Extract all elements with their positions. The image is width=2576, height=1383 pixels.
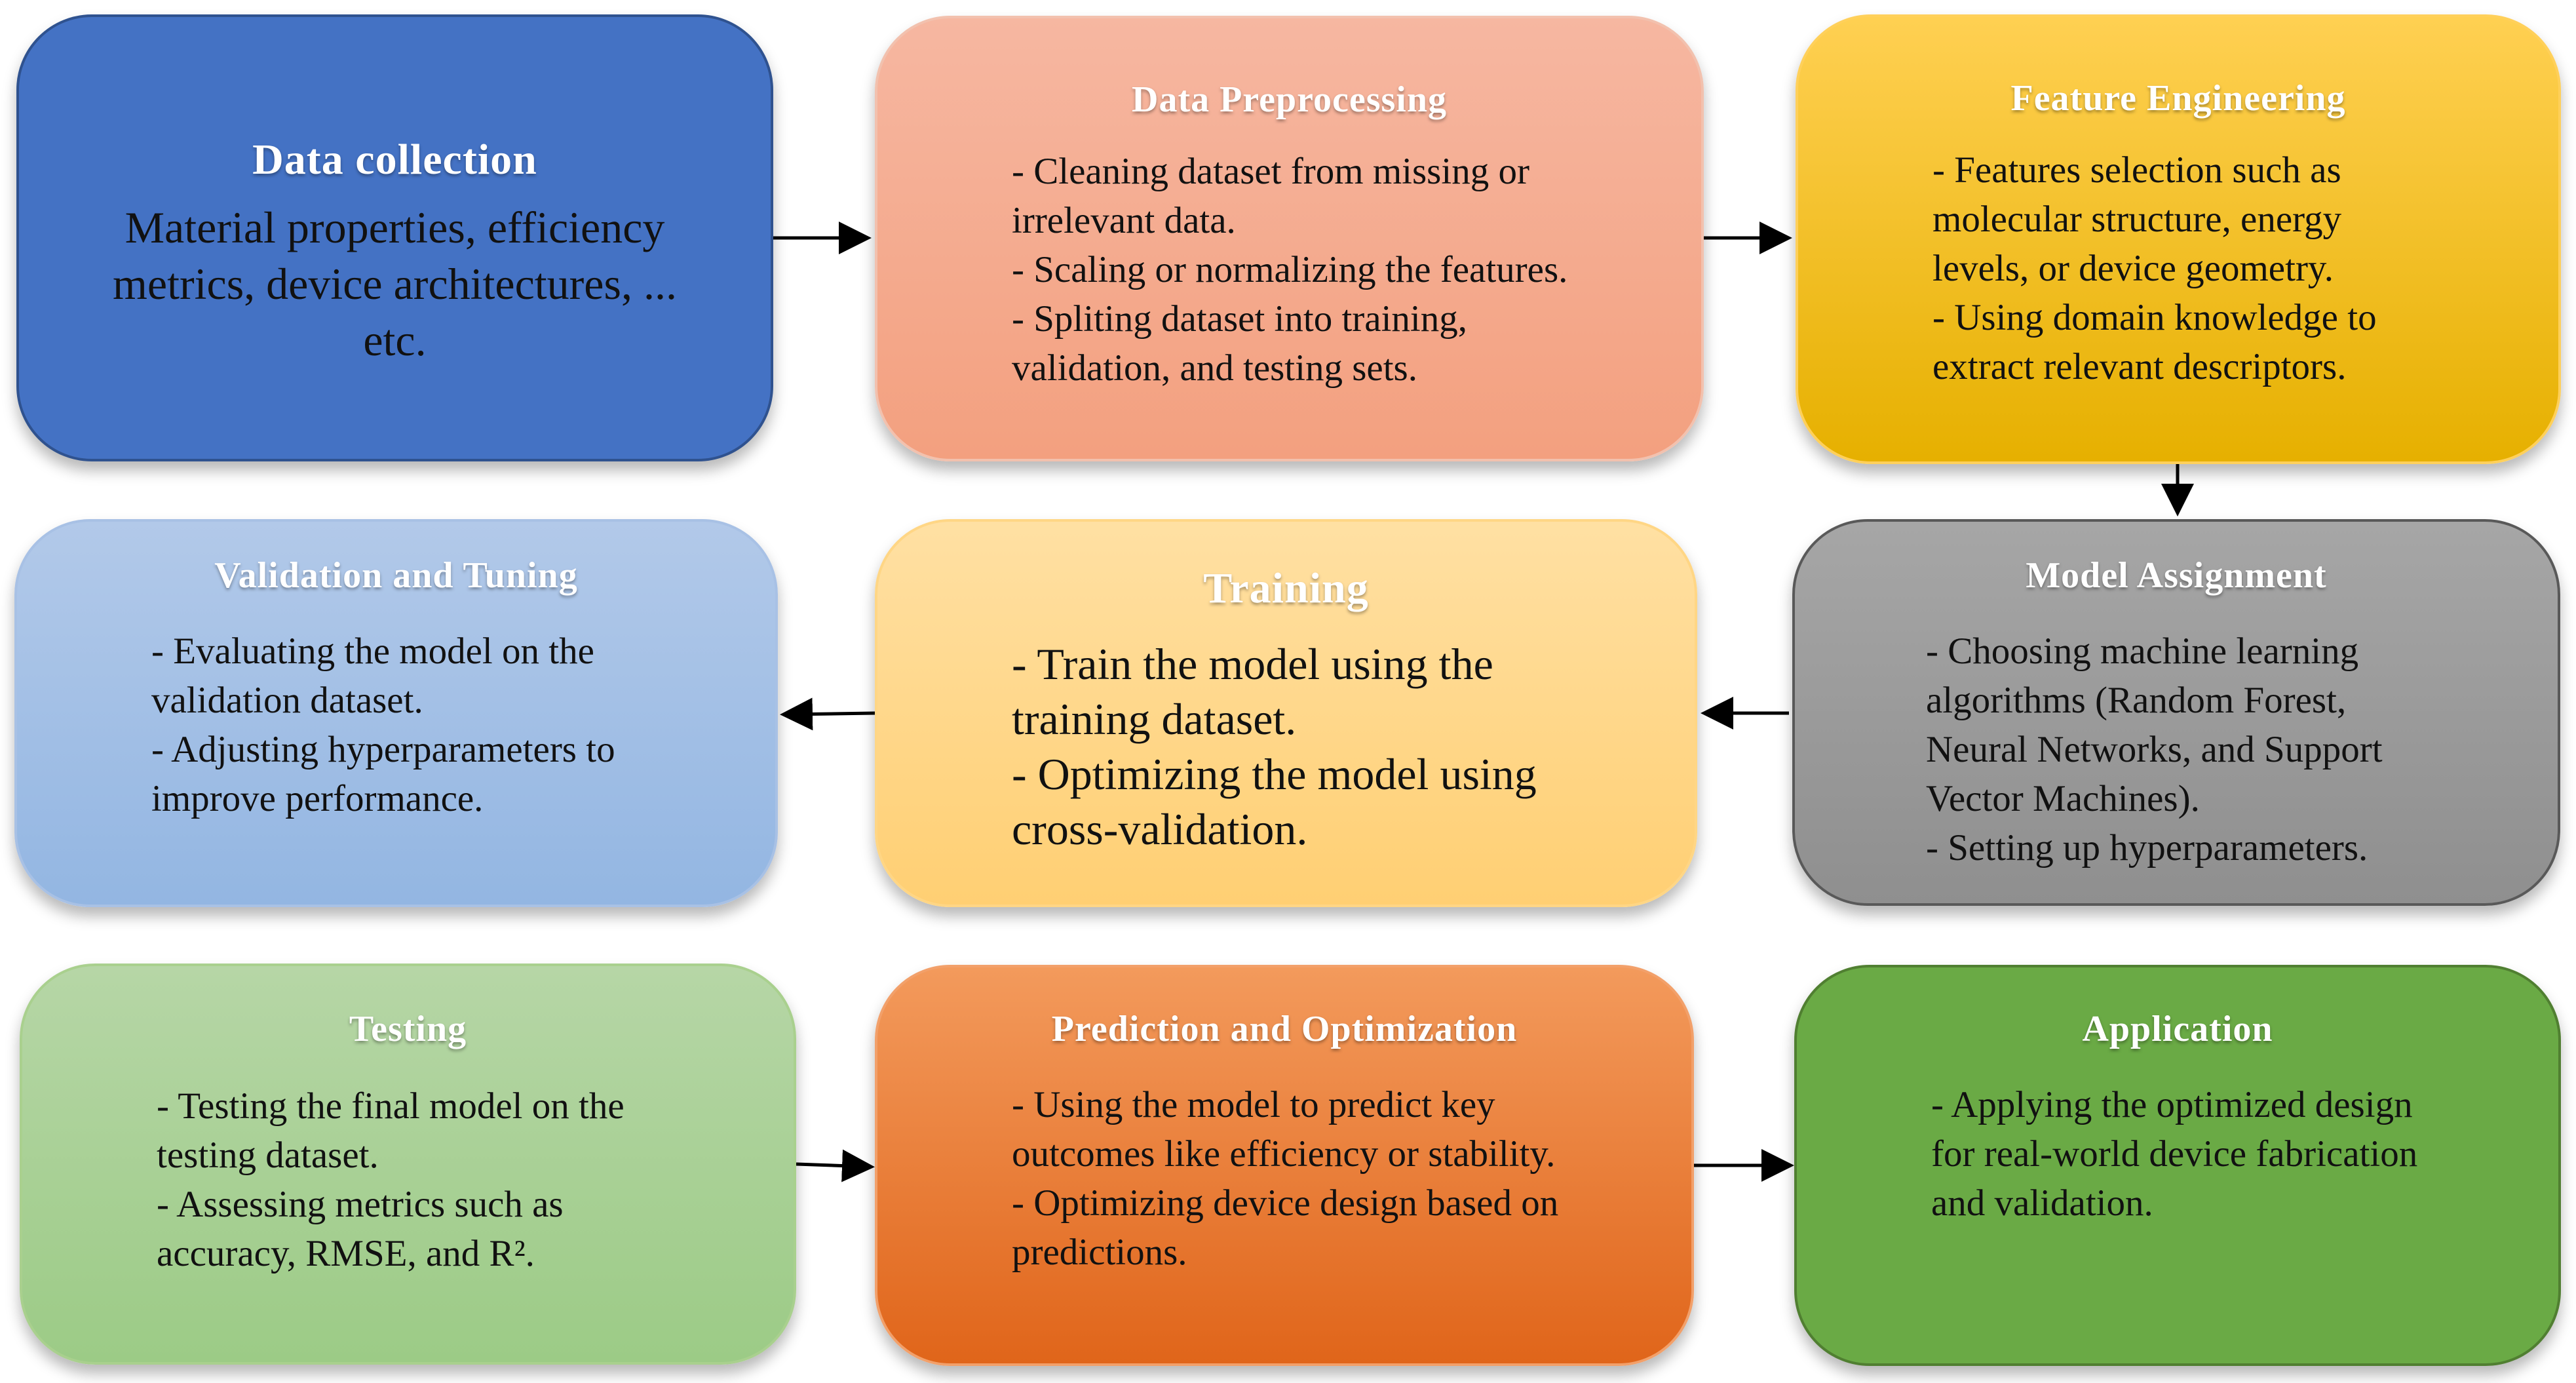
box-testing: Testing - Testing the final model on the…: [20, 964, 796, 1365]
box-model-assignment: Model Assignment - Choosing machine lear…: [1792, 519, 2560, 906]
box-title: Data collection: [252, 136, 537, 184]
box-body: - Train the model using the training dat…: [1012, 639, 1537, 854]
box-body: - Evaluating the model on the validation…: [151, 631, 615, 819]
box-training: Training - Train the model using the tra…: [875, 519, 1697, 907]
arrow-training-to-validation: [780, 697, 875, 731]
box-prediction-optimization: Prediction and Optimization - Using the …: [875, 965, 1694, 1366]
box-title: Application: [2082, 1009, 2273, 1049]
box-data-preprocessing: Data Preprocessing - Cleaning dataset fr…: [875, 16, 1704, 461]
box-body: - Testing the final model on the testing…: [157, 1085, 625, 1274]
box-validation-tuning: Validation and Tuning - Evaluating the m…: [14, 519, 778, 907]
box-title: Model Assignment: [2026, 555, 2327, 596]
box-application: Application - Applying the optimized des…: [1794, 965, 2561, 1366]
box-title: Data Preprocessing: [1132, 79, 1447, 120]
box-title: Training: [1203, 564, 1369, 612]
box-title: Feature Engineering: [2010, 78, 2346, 119]
box-body: - Cleaning dataset from missing or irrel…: [1012, 151, 1568, 389]
box-body: - Features selection such as molecular s…: [1932, 149, 2377, 387]
box-body: - Using the model to predict key outcome…: [1012, 1084, 1559, 1273]
box-body: - Applying the optimized design for real…: [1931, 1084, 2418, 1224]
box-title: Validation and Tuning: [214, 555, 578, 596]
box-title: Prediction and Optimization: [1051, 1009, 1518, 1049]
box-body: - Choosing machine learning algorithms (…: [1926, 631, 2383, 868]
arrow-testing-to-prediction: [796, 1149, 875, 1182]
box-data-collection: Data collection Material properties, eff…: [16, 14, 773, 461]
box-feature-engineering: Feature Engineering - Features selection…: [1796, 14, 2561, 464]
box-body: Material properties, efficiency metrics,…: [113, 203, 677, 365]
box-title: Testing: [349, 1009, 467, 1049]
